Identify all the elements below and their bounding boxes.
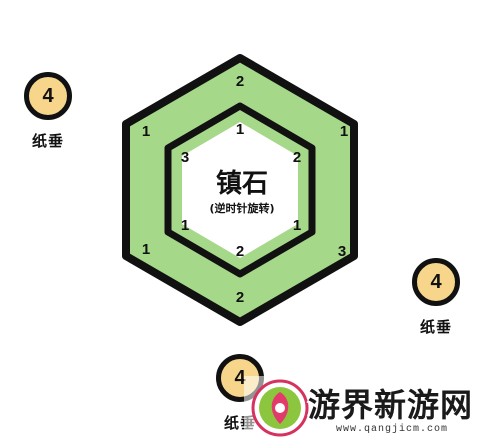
paperweight-right[interactable]: 4 纸垂 bbox=[400, 258, 472, 337]
outer-ring-number: 3 bbox=[338, 243, 346, 260]
paperweight-label: 纸垂 bbox=[31, 132, 64, 150]
paperweight-value: 4 bbox=[42, 84, 54, 107]
inner-ring-number: 3 bbox=[181, 149, 189, 166]
inner-ring-number: 1 bbox=[293, 217, 301, 234]
paperweight-left[interactable]: 4 纸垂 bbox=[12, 72, 84, 151]
paperweight-value: 4 bbox=[430, 270, 442, 293]
paperweight-disc: 4 bbox=[412, 258, 460, 306]
outer-ring-number: 1 bbox=[340, 123, 348, 140]
outer-ring-number: 1 bbox=[142, 241, 150, 258]
watermark-brand: 游界新游网 bbox=[308, 386, 474, 424]
paperweight-value: 4 bbox=[234, 366, 246, 389]
watermark: 游界新游网 www.qangjicm.com bbox=[244, 376, 500, 444]
inner-ring-number: 1 bbox=[236, 121, 244, 138]
outer-ring-number: 2 bbox=[236, 289, 244, 306]
outer-ring-number: 2 bbox=[236, 73, 244, 90]
board-subtitle: (逆时针旋转) bbox=[209, 201, 274, 215]
paperweight-label: 纸垂 bbox=[419, 318, 452, 336]
paperweight-disc: 4 bbox=[24, 72, 72, 120]
watermark-url: www.qangjicm.com bbox=[336, 424, 449, 435]
brand-logo-icon bbox=[251, 379, 309, 437]
inner-ring-number: 1 bbox=[181, 217, 189, 234]
board-title: 镇石 bbox=[216, 169, 268, 199]
center-hexagon bbox=[182, 122, 298, 258]
inner-ring-number: 2 bbox=[236, 243, 244, 260]
outer-ring-number: 1 bbox=[142, 123, 150, 140]
inner-ring-number: 2 bbox=[293, 149, 301, 166]
